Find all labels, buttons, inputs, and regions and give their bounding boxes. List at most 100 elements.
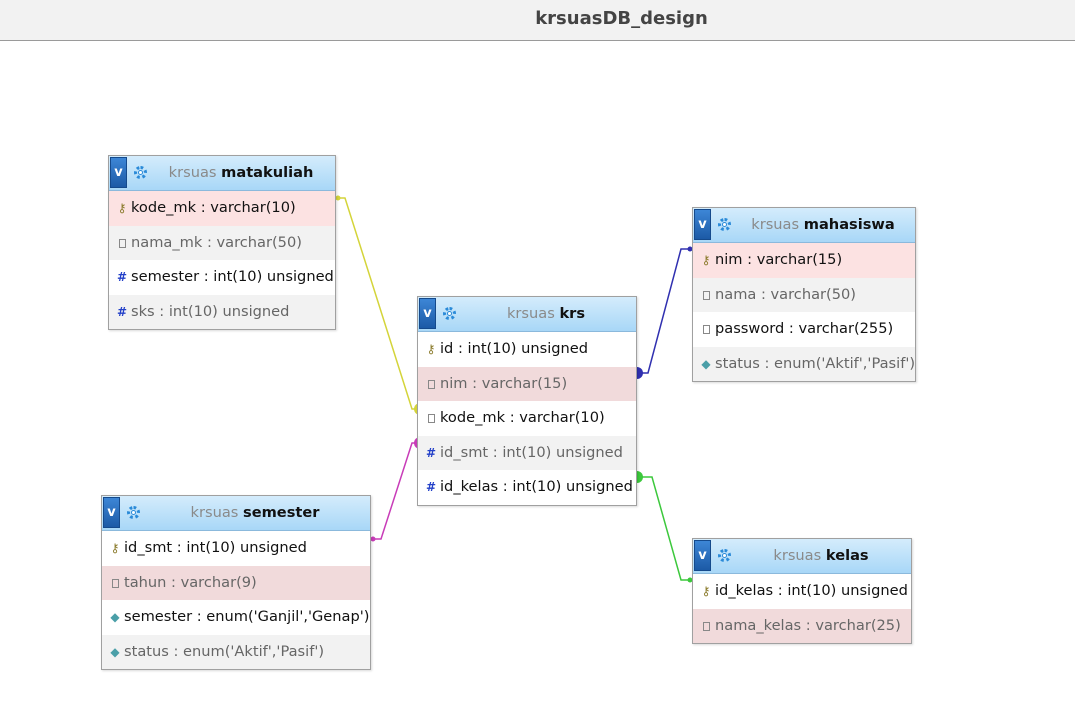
table-title: krsuas krs [458,297,634,331]
column-row[interactable]: password : varchar(255) [693,312,915,347]
table-header[interactable]: v krsuas matakuliah [109,156,335,191]
toggle-columns-button[interactable]: v [103,497,120,528]
title-bar: krsuasDB_design [0,0,1075,41]
field-icon [116,226,128,262]
table-header[interactable]: v krsuas semester [102,496,370,531]
column-label: nim : varchar(15) [715,251,843,268]
toggle-columns-button[interactable]: v [419,298,436,329]
column-label: id : int(10) unsigned [440,340,589,357]
relation-end-cap [637,367,643,379]
column-row[interactable]: ◆ status : enum('Aktif','Pasif') [693,346,916,381]
key-icon: ⚷ [110,541,120,555]
relation-end-dot [335,195,341,201]
column-label: nama : varchar(50) [715,285,856,303]
column-row[interactable]: ⚷ id : int(10) unsigned [418,332,636,367]
table-name: semester [243,504,320,521]
column-label: status : enum('Aktif','Pasif') [715,354,916,372]
hash-icon: # [425,445,437,460]
gear-icon[interactable] [443,307,456,320]
table-header[interactable]: v krsuas mahasiswa [693,208,915,243]
gear-icon[interactable] [127,506,140,519]
table-db-name: krsuas [773,547,822,564]
column-row[interactable]: #id_smt : int(10) unsigned [418,435,636,470]
table-name: mahasiswa [803,216,895,233]
relation-end-cap [637,471,643,483]
toggle-columns-button[interactable]: v [694,540,711,571]
table-name: kelas [825,547,869,564]
key-icon: ⚷ [426,342,436,356]
gear-icon[interactable] [718,549,731,562]
field-icon [425,401,437,437]
relation-mahasiswa-krs [637,248,689,374]
relation-end-dot [370,536,376,542]
column-label: status : enum('Aktif','Pasif') [124,642,325,660]
table-header[interactable]: v krsuas kelas [693,539,911,574]
relation-semester-krs [371,442,420,540]
table-title: krsuas kelas [733,539,909,573]
hash-icon: # [116,270,128,284]
column-row[interactable]: ◆ status : enum('Aktif','Pasif') [102,634,370,669]
column-row[interactable]: ⚷ nim : varchar(15) [693,243,915,278]
column-label: semester : enum('Ganjil','Genap') [124,608,370,625]
column-row[interactable]: #id_kelas : int(10) unsigned [418,470,636,505]
column-row[interactable]: ⚷ id_kelas : int(10) unsigned [693,574,911,609]
hash-icon: # [425,480,437,494]
column-label: nim : varchar(15) [440,374,568,392]
hash-icon: # [116,304,128,319]
table-db-name: krsuas [506,305,555,322]
enum-icon: ◆ [701,356,711,371]
field-icon [700,609,712,645]
column-label: sks : int(10) unsigned [131,302,290,320]
column-label: id_smt : int(10) unsigned [124,539,307,556]
field-icon [700,312,712,348]
table-matakuliah[interactable]: v krsuas matakuliah ⚷kode_mk : varchar(1… [108,155,336,330]
field-icon [425,367,437,403]
column-row[interactable]: ◆ semester : enum('Ganjil','Genap') [102,600,370,635]
key-icon: ⚷ [117,201,127,215]
column-label: nama_kelas : varchar(25) [715,616,901,634]
column-label: password : varchar(255) [715,320,894,337]
column-row[interactable]: kode_mk : varchar(10) [418,401,636,436]
column-row[interactable]: ⚷kode_mk : varchar(10) [109,191,335,226]
toggle-columns-button[interactable]: v [110,157,127,188]
key-icon: ⚷ [701,584,711,598]
table-title: krsuas matakuliah [149,156,333,190]
key-icon: ⚷ [701,253,711,267]
enum-icon: ◆ [110,644,120,659]
column-label: kode_mk : varchar(10) [440,409,605,426]
column-row[interactable]: #sks : int(10) unsigned [109,294,335,329]
table-name: krs [559,305,586,322]
page-title: krsuasDB_design [535,8,708,29]
column-row[interactable]: nama_mk : varchar(50) [109,225,335,262]
column-row[interactable]: tahun : varchar(9) [102,565,370,602]
field-icon [700,278,712,314]
table-title: krsuas mahasiswa [733,208,913,242]
column-row[interactable]: ⚷ id_smt : int(10) unsigned [102,531,370,566]
table-db-name: krsuas [168,164,217,181]
column-label: id_kelas : int(10) unsigned [440,478,633,495]
table-header[interactable]: v krsuas krs [418,297,636,332]
column-label: semester : int(10) unsigned [131,268,334,285]
column-row[interactable]: nama_kelas : varchar(25) [693,608,911,645]
toggle-columns-button[interactable]: v [694,209,711,240]
table-semester[interactable]: v krsuas semester ⚷ id_smt : int(10) unsi… [101,495,371,670]
gear-icon[interactable] [718,218,731,231]
gear-icon[interactable] [134,166,147,179]
column-row[interactable]: #semester : int(10) unsigned [109,260,335,295]
column-label: id_kelas : int(10) unsigned [715,582,908,599]
relation-matakuliah-krs [336,197,420,410]
enum-icon: ◆ [110,610,120,624]
table-db-name: krsuas [190,504,239,521]
relation-kelas-krs [637,476,690,581]
table-kelas[interactable]: v krsuas kelas ⚷ id_kelas : int(10) unsig… [692,538,912,644]
column-row[interactable]: nama : varchar(50) [693,277,915,314]
table-mahasiswa[interactable]: v krsuas mahasiswa ⚷ nim : varchar(15) na… [692,207,916,382]
column-row[interactable]: nim : varchar(15) [418,366,636,403]
table-name: matakuliah [221,164,314,181]
column-label: id_smt : int(10) unsigned [440,443,623,461]
table-db-name: krsuas [751,216,800,233]
table-krs[interactable]: v krsuas krs ⚷ id : int(10) unsigned nim … [417,296,637,506]
field-icon [109,566,121,602]
table-title: krsuas semester [142,496,368,530]
